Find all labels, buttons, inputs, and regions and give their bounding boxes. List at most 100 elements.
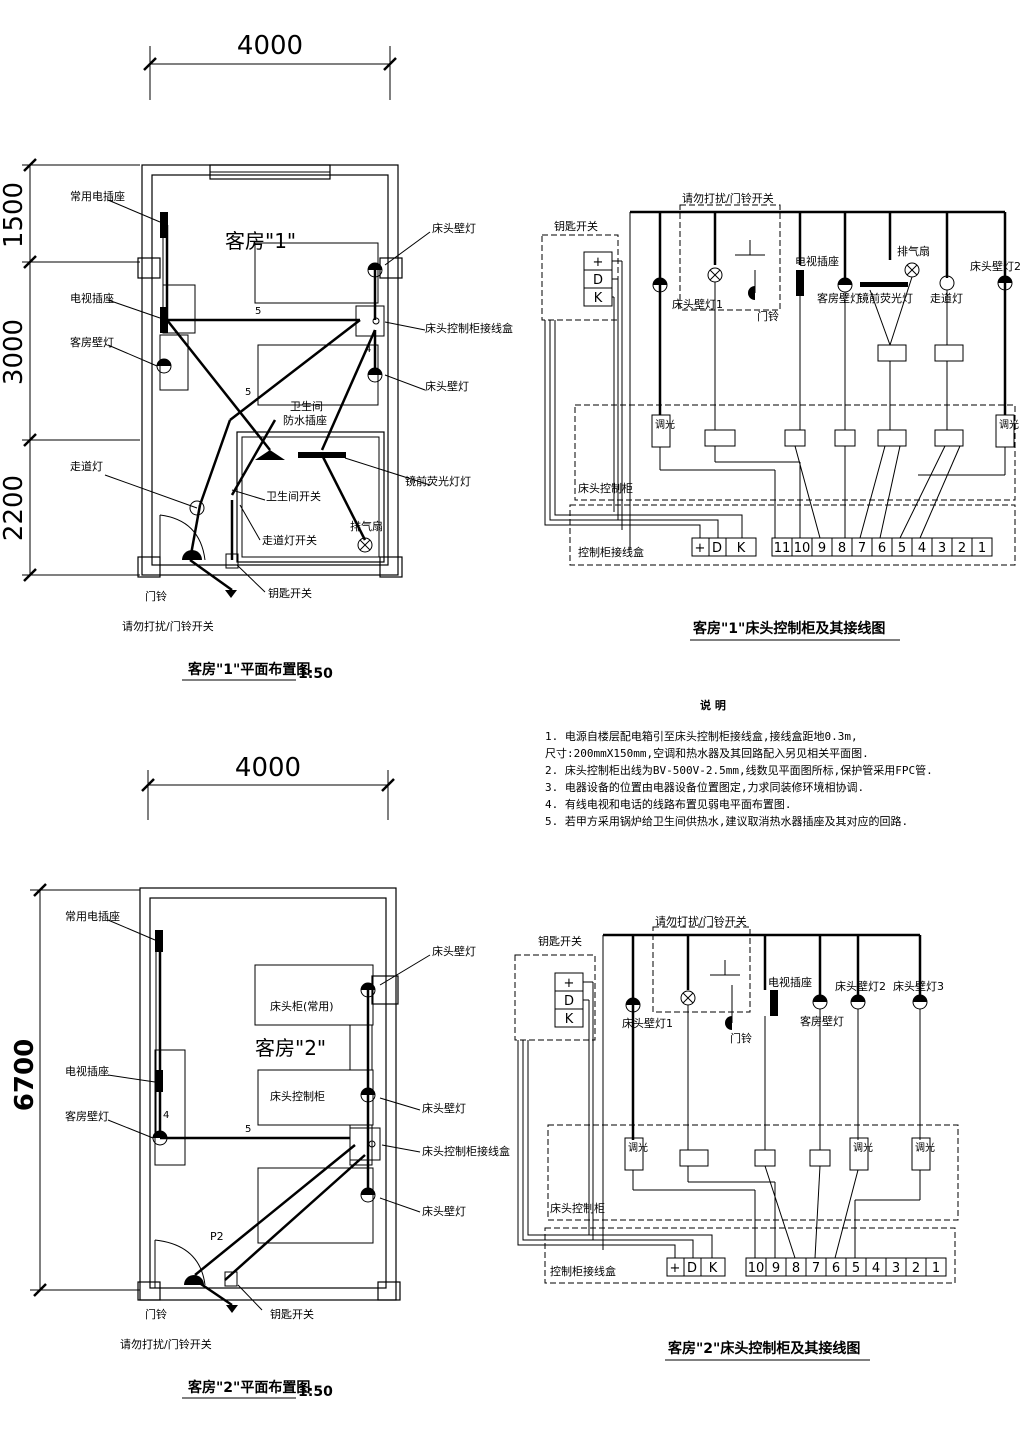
wiring2-terminal-label: 1 <box>932 1261 940 1276</box>
dim-top-width: 4000 <box>237 31 303 61</box>
wiring2-terminal-label: 7 <box>812 1261 820 1276</box>
plan2-label-bed-cab-common: 床头柜(常用) <box>270 999 334 1013</box>
wiring2-bed-lamp1-label: 床头壁灯1 <box>622 1016 673 1030</box>
plan1-room-name: 客房"1" <box>225 229 296 253</box>
wiring2-cabinet-label: 床头控制柜 <box>550 1201 605 1215</box>
wiring1-box-label: 控制柜接线盒 <box>578 545 644 559</box>
wiring1-terminal-label: 8 <box>838 541 846 556</box>
plan2-label-dnd-switch: 请勿打扰/门铃开关 <box>120 1337 212 1351</box>
notes-line-6: 5. 若甲方采用锅炉给卫生间供热水,建议取消热水器插座及其对应的回路. <box>545 814 908 828</box>
plan1-label-doorbell: 门铃 <box>145 589 167 603</box>
wiring2-tv-outlet-label: 电视插座 <box>768 975 812 989</box>
plan2-label-doorbell: 门铃 <box>145 1307 167 1321</box>
wiring2-terminal-label: 5 <box>852 1261 860 1276</box>
wiring1-terminal-label: 6 <box>878 541 886 556</box>
dim-bottom-width: 4000 <box>235 753 301 783</box>
wiring2-key-switch-label: 钥匙开关 <box>538 934 582 948</box>
plan2-label-wall-lamp: 客房壁灯 <box>65 1109 109 1123</box>
wiring1-diagram: 钥匙开关 + D K 请勿打扰/门铃开关 <box>541 191 1020 641</box>
left-dimensions-plan1: 1500 3000 2200 <box>0 158 140 582</box>
wiring1-key-term-plus: + <box>593 255 604 270</box>
wiring2-bell-label: 门铃 <box>730 1031 752 1045</box>
wiring1-title: 客房"1"床头控制柜及其接线图 <box>692 620 885 637</box>
wiring1-terminal-label: 9 <box>818 541 826 556</box>
wiring2-diagram: 钥匙开关 + D K 请勿打扰/门铃开关 <box>514 914 959 1361</box>
wiring2-bed-lamp2-label: 床头壁灯2 <box>835 979 886 993</box>
wiring1-dimmer-1: 调光 <box>655 418 675 431</box>
wiring2-dimmer-2: 调光 <box>853 1141 873 1154</box>
plan2-floor-plan: 5 4 P2 客房"2" 常用电插座 电视插座 客房壁灯 门铃 请勿打扰/门铃开… <box>65 887 510 1400</box>
wiring1-terminal-label: 7 <box>858 541 866 556</box>
wiring2-box-term-plus: + <box>670 1261 681 1276</box>
wiring1-cabinet-label: 床头控制柜 <box>578 481 633 495</box>
wiring1-key-term-k: K <box>594 291 603 306</box>
plan1-label-bath-switch: 卫生间开关 <box>266 489 321 503</box>
wiring2-key-term-d: D <box>564 994 574 1009</box>
plan1-label-tv-outlet: 电视插座 <box>70 291 114 305</box>
plan1-label-corridor-switch: 走道灯开关 <box>262 533 317 547</box>
wiring1-bed-lamp2-label: 床头壁灯2 <box>970 259 1020 273</box>
wiring2-terminal-label: 9 <box>772 1261 780 1276</box>
plan1-label-bathroom: 卫生间 <box>290 399 323 413</box>
wiring1-dnd-label: 请勿打扰/门铃开关 <box>682 191 774 205</box>
wiring1-tv-outlet-label: 电视插座 <box>795 254 839 268</box>
plan1-wire-count-4: 4 <box>365 344 371 355</box>
plan2-label-tv-outlet: 电视插座 <box>65 1064 109 1078</box>
wiring1-terminal-label: 2 <box>958 541 966 556</box>
wiring1-terminal-cell <box>971 537 993 557</box>
plan1-label-dnd-switch: 请勿打扰/门铃开关 <box>122 619 214 633</box>
plan1-label-bed-lamp-top: 床头壁灯 <box>432 221 476 235</box>
wiring2-title: 客房"2"床头控制柜及其接线图 <box>667 1340 860 1357</box>
wiring2-dimmer-3: 调光 <box>915 1141 935 1154</box>
wiring1-bed-lamp1-label: 床头壁灯1 <box>672 297 723 311</box>
wiring2-terminal-label: 3 <box>892 1261 900 1276</box>
wiring2-key-term-k: K <box>565 1012 574 1027</box>
notes-line-4: 3. 电器设备的位置由电器设备位置图定,力求同装修环境相协调. <box>545 780 864 794</box>
wiring1-corridor-label: 走道灯 <box>930 291 963 305</box>
plan2-title: 客房"2"平面布置图 <box>187 1379 310 1396</box>
wiring1-terminal-label: 10 <box>794 541 811 556</box>
wiring1-mirror-label: 镜前荧光灯 <box>858 291 913 305</box>
wiring1-terminal-label: 1 <box>978 541 986 556</box>
plan1-label-corridor-lamp: 走道灯 <box>70 459 103 473</box>
dim-2200: 2200 <box>0 475 29 541</box>
plan1-label-waterproof-outlet: 防水插座 <box>283 413 327 427</box>
wiring1-box-term-d: D <box>712 541 722 556</box>
dim-3000: 3000 <box>0 319 29 385</box>
wiring2-terminal-cell <box>925 1257 947 1277</box>
wiring2-box-term-d: D <box>687 1261 697 1276</box>
wiring2-box-term-k: K <box>709 1261 718 1276</box>
plan1-title: 客房"1"平面布置图 <box>187 661 310 678</box>
wiring2-terminal-label: 6 <box>832 1261 840 1276</box>
wiring2-bed-lamp3-label: 床头壁灯3 <box>893 979 944 993</box>
notes-line-3: 2. 床头控制柜出线为BV-500V-2.5mm,线数见平面图所标,保护管采用F… <box>545 763 933 777</box>
plan2-p2: P2 <box>210 1230 224 1243</box>
top-dimension: 4000 <box>143 31 397 100</box>
wiring1-terminal-label: 3 <box>938 541 946 556</box>
wiring2-terminal-label: 8 <box>792 1261 800 1276</box>
plan1-scale: 1:50 <box>298 666 333 682</box>
dim-1500: 1500 <box>0 182 29 248</box>
wiring1-terminal-label: 4 <box>918 541 926 556</box>
plan1-label-mirror-lamp: 镜前荧光灯灯 <box>405 474 471 488</box>
wiring2-terminal-label: 2 <box>912 1261 920 1276</box>
wiring2-box-label: 控制柜接线盒 <box>550 1264 616 1278</box>
plan1-wire-count-5a: 5 <box>255 306 261 317</box>
plan2-label-bed-cabinet: 床头控制柜 <box>270 1089 325 1103</box>
notes-heading: 说 明 <box>700 698 726 712</box>
wiring1-terminal-label: 11 <box>774 541 791 556</box>
dim-6700: 6700 <box>10 1039 40 1111</box>
notes-line-5: 4. 有线电视和电话的线路布置见弱电平面布置图. <box>545 797 792 811</box>
wiring1-box-term-plus: + <box>695 541 706 556</box>
plan1-label-exhaust-fan: 排气扇 <box>350 519 383 533</box>
wiring1-terminal-label: 5 <box>898 541 906 556</box>
plan1-label-junction-box: 床头控制柜接线盒 <box>425 321 513 335</box>
wiring1-key-term-d: D <box>593 273 603 288</box>
plan2-room-name: 客房"2" <box>255 1036 326 1060</box>
wiring1-key-switch-label: 钥匙开关 <box>554 219 598 233</box>
wiring2-wall-lamp-label: 客房壁灯 <box>800 1014 844 1028</box>
plan1-label-bed-lamp-bottom: 床头壁灯 <box>425 379 469 393</box>
